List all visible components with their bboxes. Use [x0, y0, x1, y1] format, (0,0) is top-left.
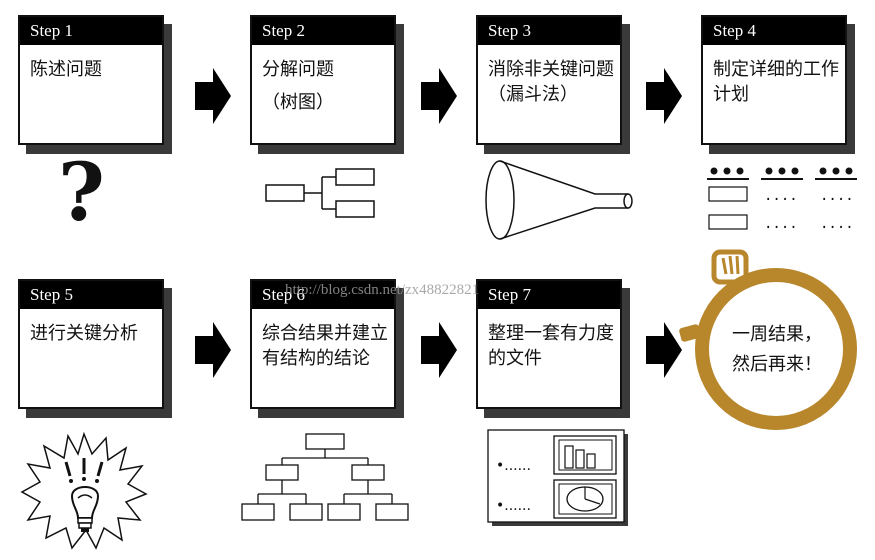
step-label: Step 7 — [478, 281, 620, 309]
report-document-icon — [487, 429, 628, 526]
step-text: 分解问题 （树图） — [252, 45, 394, 115]
step-text: 消除非关键问题（漏斗法） — [478, 45, 620, 107]
step-label: Step 5 — [20, 281, 162, 309]
step-label: Step 3 — [478, 17, 620, 45]
issue-tree-icon — [265, 168, 375, 218]
doc-bullet: •...... — [496, 458, 531, 474]
step-text: 陈述问题 — [20, 45, 162, 82]
structure-tree-icon — [241, 433, 409, 521]
step-text: 综合结果并建立有结构的结论 — [252, 309, 394, 371]
step-text-main: 进行关键分析 — [30, 323, 138, 344]
card-box: Step 2 分解问题 （树图） — [250, 15, 396, 145]
arrow-right-icon — [421, 68, 457, 124]
arrow-right-icon — [195, 322, 231, 378]
step-label: Step 4 — [703, 17, 845, 45]
arrow-right-icon — [646, 68, 682, 124]
card-box: Step 3 消除非关键问题（漏斗法） — [476, 15, 622, 145]
work-plan-icon — [707, 167, 857, 230]
step-text-main: 陈述问题 — [30, 59, 102, 80]
plan-dots: .... — [820, 216, 854, 232]
plan-dots: .... — [764, 216, 798, 232]
step-text: 整理一套有力度的文件 — [478, 309, 620, 371]
step-text-sub: （树图） — [262, 92, 334, 113]
watermark: http://blog.csdn.net/zx48822821 — [285, 282, 480, 298]
card-box: Step 5 进行关键分析 — [18, 279, 164, 409]
card-box: Step 6 综合结果并建立有结构的结论 — [250, 279, 396, 409]
arrow-right-icon — [646, 322, 682, 378]
question-mark-icon: ? — [58, 145, 105, 239]
step-label: Step 6 — [252, 281, 394, 309]
step-text-main: 分解问题 — [262, 59, 334, 80]
step-text-main: 制定详细的工作计划 — [713, 59, 839, 105]
stopwatch-line2: 然后再来！ — [732, 354, 822, 375]
arrow-right-icon — [421, 322, 457, 378]
stopwatch-line1: 一周结果， — [732, 324, 822, 345]
doc-bullet: •...... — [496, 498, 531, 514]
step-text-main: 综合结果并建立有结构的结论 — [262, 323, 388, 369]
funnel-icon — [485, 160, 633, 240]
stopwatch-text: 一周结果， 然后再来！ — [712, 320, 842, 380]
card-box: Step 1 陈述问题 — [18, 15, 164, 145]
step-text: 制定详细的工作计划 — [703, 45, 845, 107]
card-box: Step 4 制定详细的工作计划 — [701, 15, 847, 145]
plan-dots: .... — [764, 188, 798, 204]
step-text-main: 整理一套有力度的文件 — [488, 323, 614, 369]
step-label: Step 2 — [252, 17, 394, 45]
step-text-main: 消除非关键问题（漏斗法） — [488, 59, 614, 105]
stopwatch-icon — [679, 249, 857, 430]
arrow-right-icon — [195, 68, 231, 124]
step-label: Step 1 — [20, 17, 162, 45]
step-text: 进行关键分析 — [20, 309, 162, 346]
lightbulb-idea-icon — [20, 431, 148, 550]
card-box: Step 7 整理一套有力度的文件 — [476, 279, 622, 409]
plan-dots: .... — [820, 188, 854, 204]
